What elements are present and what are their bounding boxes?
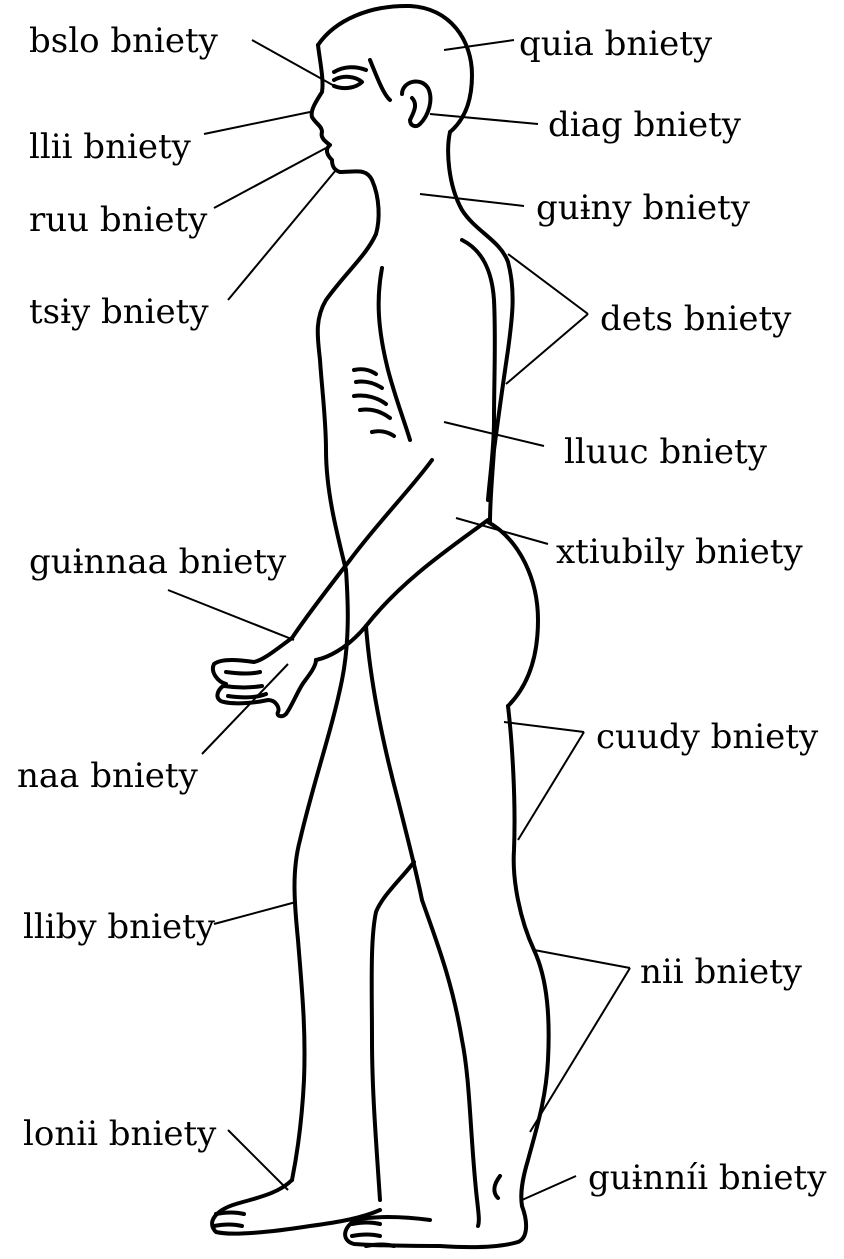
label-lonii: lonii bniety [23,1114,217,1154]
label-naa: naa bniety [17,756,199,796]
hand [213,638,316,716]
front-leg-front [422,900,479,1226]
arm-back [462,240,495,500]
rib-2 [356,381,382,388]
leader-nii-a [534,950,630,968]
leader-bslo [252,40,338,88]
label-guinnii: guɨnníi bniety [588,1158,827,1198]
neck-back [448,132,508,262]
back-leg-calf [372,862,414,1200]
eyebrow [334,67,366,72]
label-guinnaa: guɨnnaa bniety [29,542,287,582]
label-nii: nii bniety [640,952,803,992]
back-leg-front [292,570,348,1180]
hip-outline [488,522,538,706]
leader-cuudy-b [518,732,584,840]
label-bslo: bslo bniety [29,21,219,61]
ankle-bone [494,1176,500,1198]
leader-guinnii [522,1176,576,1200]
back-toe-2 [214,1225,242,1227]
label-tsiy: tsɨy bniety [29,292,209,332]
back-leg-inner [366,626,422,900]
leader-guiny [420,194,524,206]
eye [334,77,362,88]
leader-lliby [214,902,296,924]
leader-ruu [214,148,326,208]
leader-quia [444,40,514,50]
label-diag: diag bniety [548,105,742,145]
leader-dets-a [508,254,588,314]
label-guiny: guɨny bniety [536,188,751,228]
label-llii: llii bniety [29,127,192,167]
ear [402,81,430,126]
forearm-upper [292,460,432,638]
front-leg-back [508,706,549,1206]
label-quia: quia bniety [519,24,713,64]
label-xtiubily: xtiubily bniety [556,532,803,572]
label-ruu: ruu bniety [29,200,208,240]
front-toe-3 [366,1245,394,1247]
rib-1 [354,369,376,374]
finger-2 [224,686,262,688]
finger-1 [226,672,260,674]
leader-tsiy [228,170,336,300]
rib-4 [360,409,390,418]
label-dets: dets bniety [600,299,792,339]
labels: bslo bniety quia bniety llii bniety diag… [17,21,827,1198]
back-toe-1 [216,1213,244,1215]
leader-dets-b [506,314,588,384]
leader-diag [430,114,538,124]
label-lluuc: lluuc bniety [564,432,768,472]
leader-llii [204,112,310,134]
forearm-lower [316,520,488,660]
front-toe-2 [352,1235,380,1237]
chest-front [318,234,376,570]
label-cuudy: cuudy bniety [596,717,819,757]
neck-front [340,171,379,234]
finger-3 [228,694,266,697]
leader-cuudy-a [504,722,584,732]
rib-5 [372,431,394,436]
hairline [370,60,390,100]
leader-lonii [228,1130,288,1190]
label-lliby: lliby bniety [23,907,216,947]
leader-guinnaa [168,590,294,640]
front-toe-1 [352,1223,380,1225]
rib-3 [354,395,386,404]
